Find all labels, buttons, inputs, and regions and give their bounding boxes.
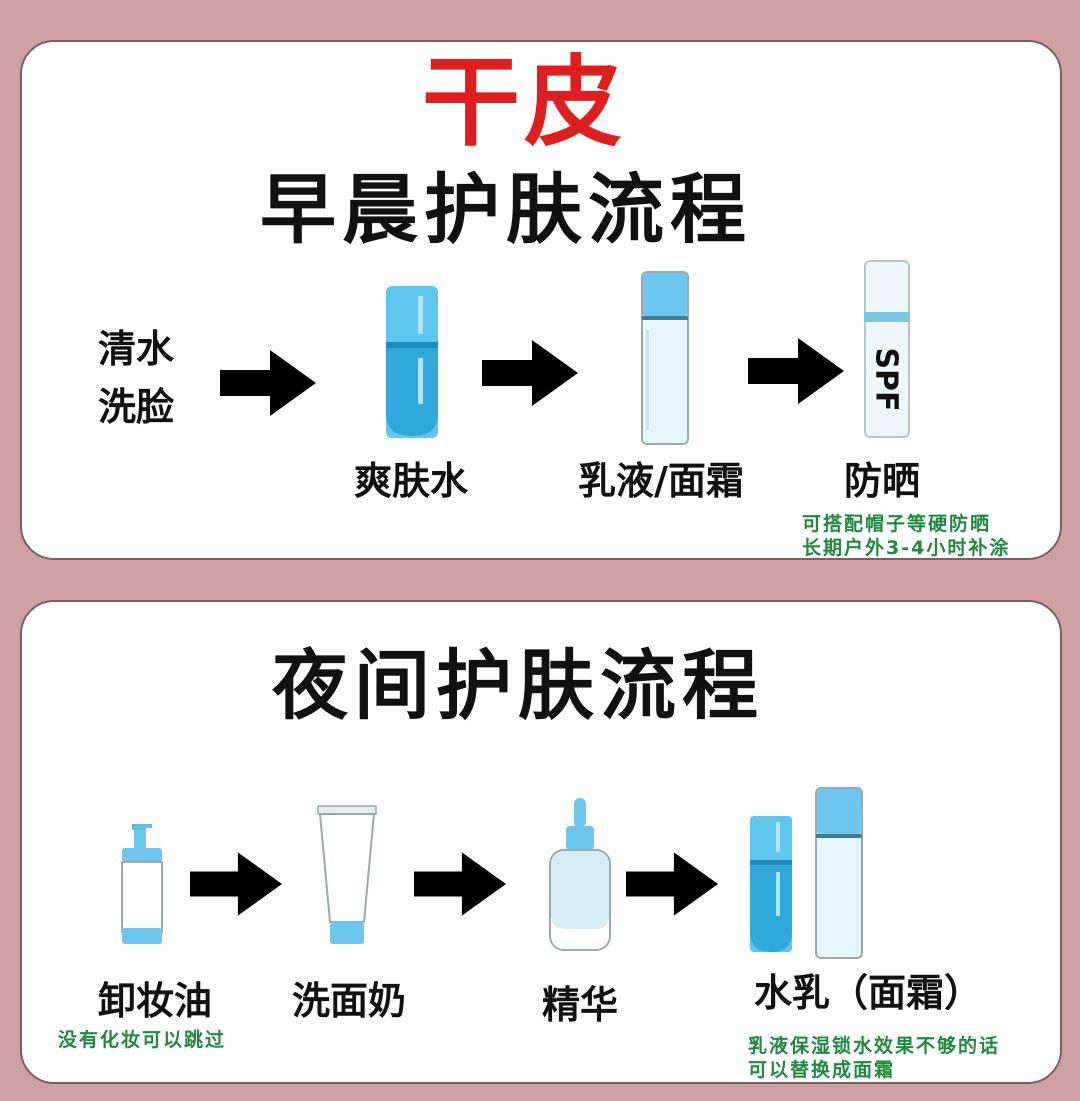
arrow-right-icon (626, 852, 718, 916)
step-label: 洗面奶 (292, 979, 407, 1023)
spf-text: SPF (868, 347, 904, 412)
final-note-line2: 可以替换成面霜 (748, 1059, 896, 1081)
lotion-bottle-icon (641, 271, 689, 445)
cleanser-tube-icon (317, 805, 377, 944)
pump-bottle-icon (121, 824, 163, 944)
step-label: 爽肤水 (354, 459, 469, 503)
night-title: 夜间护肤流程 (272, 641, 764, 730)
night-routine-card: 夜间护肤流程 (20, 600, 1062, 1084)
bottle-band (864, 312, 910, 322)
arrow-right-icon (220, 350, 316, 416)
start-label-line1: 清水 (98, 327, 175, 371)
arrow-right-icon (748, 338, 844, 404)
toner-bottle-icon (386, 286, 438, 438)
step-label: 卸妆油 (98, 979, 213, 1023)
toner-and-lotion-icon (750, 787, 863, 959)
final-note-line1: 乳液保湿锁水效果不够的话 (748, 1035, 1001, 1057)
arrow-right-icon (190, 852, 282, 916)
dropper-bottle-icon (549, 798, 611, 951)
sunscreen-note-line2: 长期户外3-4小时补涂 (802, 537, 1011, 559)
sunscreen-bottle-icon: SPF (864, 260, 910, 438)
step-label: 精华 (542, 983, 619, 1027)
arrow-right-icon (414, 852, 506, 916)
step-label: 防晒 (844, 459, 921, 503)
main-title: 干皮 (422, 46, 627, 160)
step-label: 水乳（面霜） (754, 971, 983, 1015)
sunscreen-note-line1: 可搭配帽子等硬防晒 (802, 513, 992, 535)
step-label: 乳液/面霜 (578, 459, 744, 503)
start-label-line2: 洗脸 (98, 385, 175, 429)
morning-routine-card: 干皮 早晨护肤流程 清水 洗脸 SPF 爽肤水 乳液/面霜 防晒 可搭配帽子等硬… (20, 40, 1062, 560)
morning-title: 早晨护肤流程 (260, 165, 752, 254)
makeup-remover-note: 没有化妆可以跳过 (58, 1029, 227, 1051)
arrow-right-icon (482, 340, 578, 406)
